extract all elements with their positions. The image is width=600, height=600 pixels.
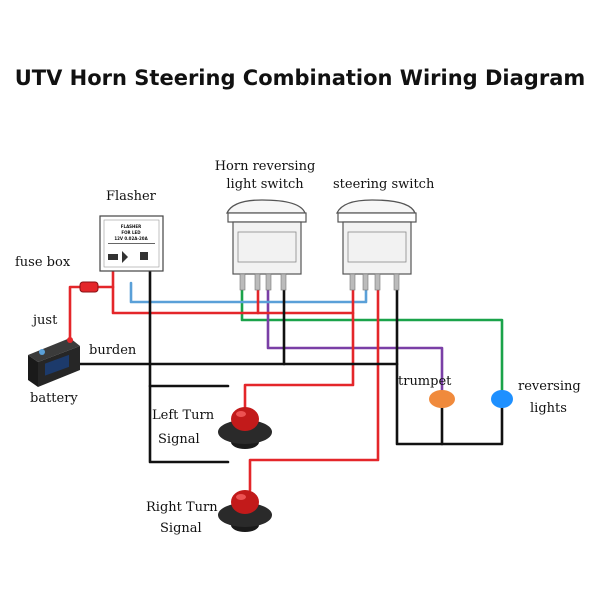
horn-reversing-switch	[225, 199, 307, 291]
switch-rocker	[225, 199, 306, 214]
battery-label: battery	[30, 391, 78, 406]
steering-switch	[335, 199, 417, 291]
switch-terminal	[239, 273, 246, 291]
switch-terminal	[265, 273, 272, 291]
flasher-face-line3: 12V 0.02A-20A	[114, 236, 148, 241]
switch-terminal	[362, 273, 369, 291]
flasher-terminal-icon	[140, 252, 148, 260]
horn-switch-label-line1: Horn reversing	[215, 159, 316, 174]
flasher-relay: FLASHER FOR LED 12V 0.02A-20A	[99, 215, 164, 272]
burden-label: burden	[89, 343, 137, 358]
left-turn-signal-icon	[218, 407, 272, 449]
switch-rocker	[335, 199, 416, 214]
black-wire-flasher-ground	[148, 269, 230, 464]
reversing-lights-label-line1: reversing	[518, 379, 581, 394]
reversing-light-icon	[491, 390, 513, 408]
left-turn-label-line1: Left Turn	[152, 408, 215, 423]
battery-positive-terminal	[67, 337, 73, 343]
battery-negative-terminal	[39, 349, 45, 355]
flasher-face-line1: FLASHER	[121, 224, 141, 229]
battery-icon	[28, 337, 80, 387]
reversing-lights-label-line2: lights	[530, 401, 567, 416]
flasher-face-line2: FOR LED	[121, 230, 141, 235]
horn-switch-label-line2: light switch	[226, 177, 304, 192]
switch-terminal	[374, 273, 381, 291]
fuse-box-label: fuse box	[15, 255, 71, 270]
red-wire-main	[96, 285, 355, 315]
right-turn-label-line2: Signal	[160, 521, 202, 536]
green-wire	[240, 288, 504, 397]
steering-switch-label: steering switch	[333, 177, 435, 192]
switch-terminal	[349, 273, 356, 291]
flasher-arrow-icon	[122, 251, 128, 263]
right-turn-signal-icon	[218, 490, 272, 532]
right-turn-label-line1: Right Turn	[146, 500, 218, 515]
switch-terminal	[393, 273, 400, 291]
left-turn-label-line2: Signal	[158, 432, 200, 447]
blue-wire	[129, 281, 368, 304]
wires	[50, 269, 504, 492]
flasher-terminal-icon	[108, 254, 118, 260]
trumpet-icon	[429, 390, 455, 408]
fuse-icon	[79, 281, 99, 293]
red-wire-right-turn	[248, 288, 380, 492]
diagram-title: UTV Horn Steering Combination Wiring Dia…	[15, 66, 586, 90]
red-wire-battery-fuse	[68, 285, 84, 342]
just-label: just	[31, 313, 58, 328]
purple-wire	[266, 288, 444, 394]
red-wire-left-turn	[243, 311, 355, 409]
trumpet-label: trumpet	[398, 374, 452, 389]
switch-housing	[342, 221, 412, 275]
switch-terminal	[280, 273, 287, 291]
switch-terminal	[254, 273, 261, 291]
switch-housing	[232, 221, 302, 275]
black-wire-steering-ground	[395, 288, 504, 446]
flasher-label: Flasher	[106, 189, 157, 204]
